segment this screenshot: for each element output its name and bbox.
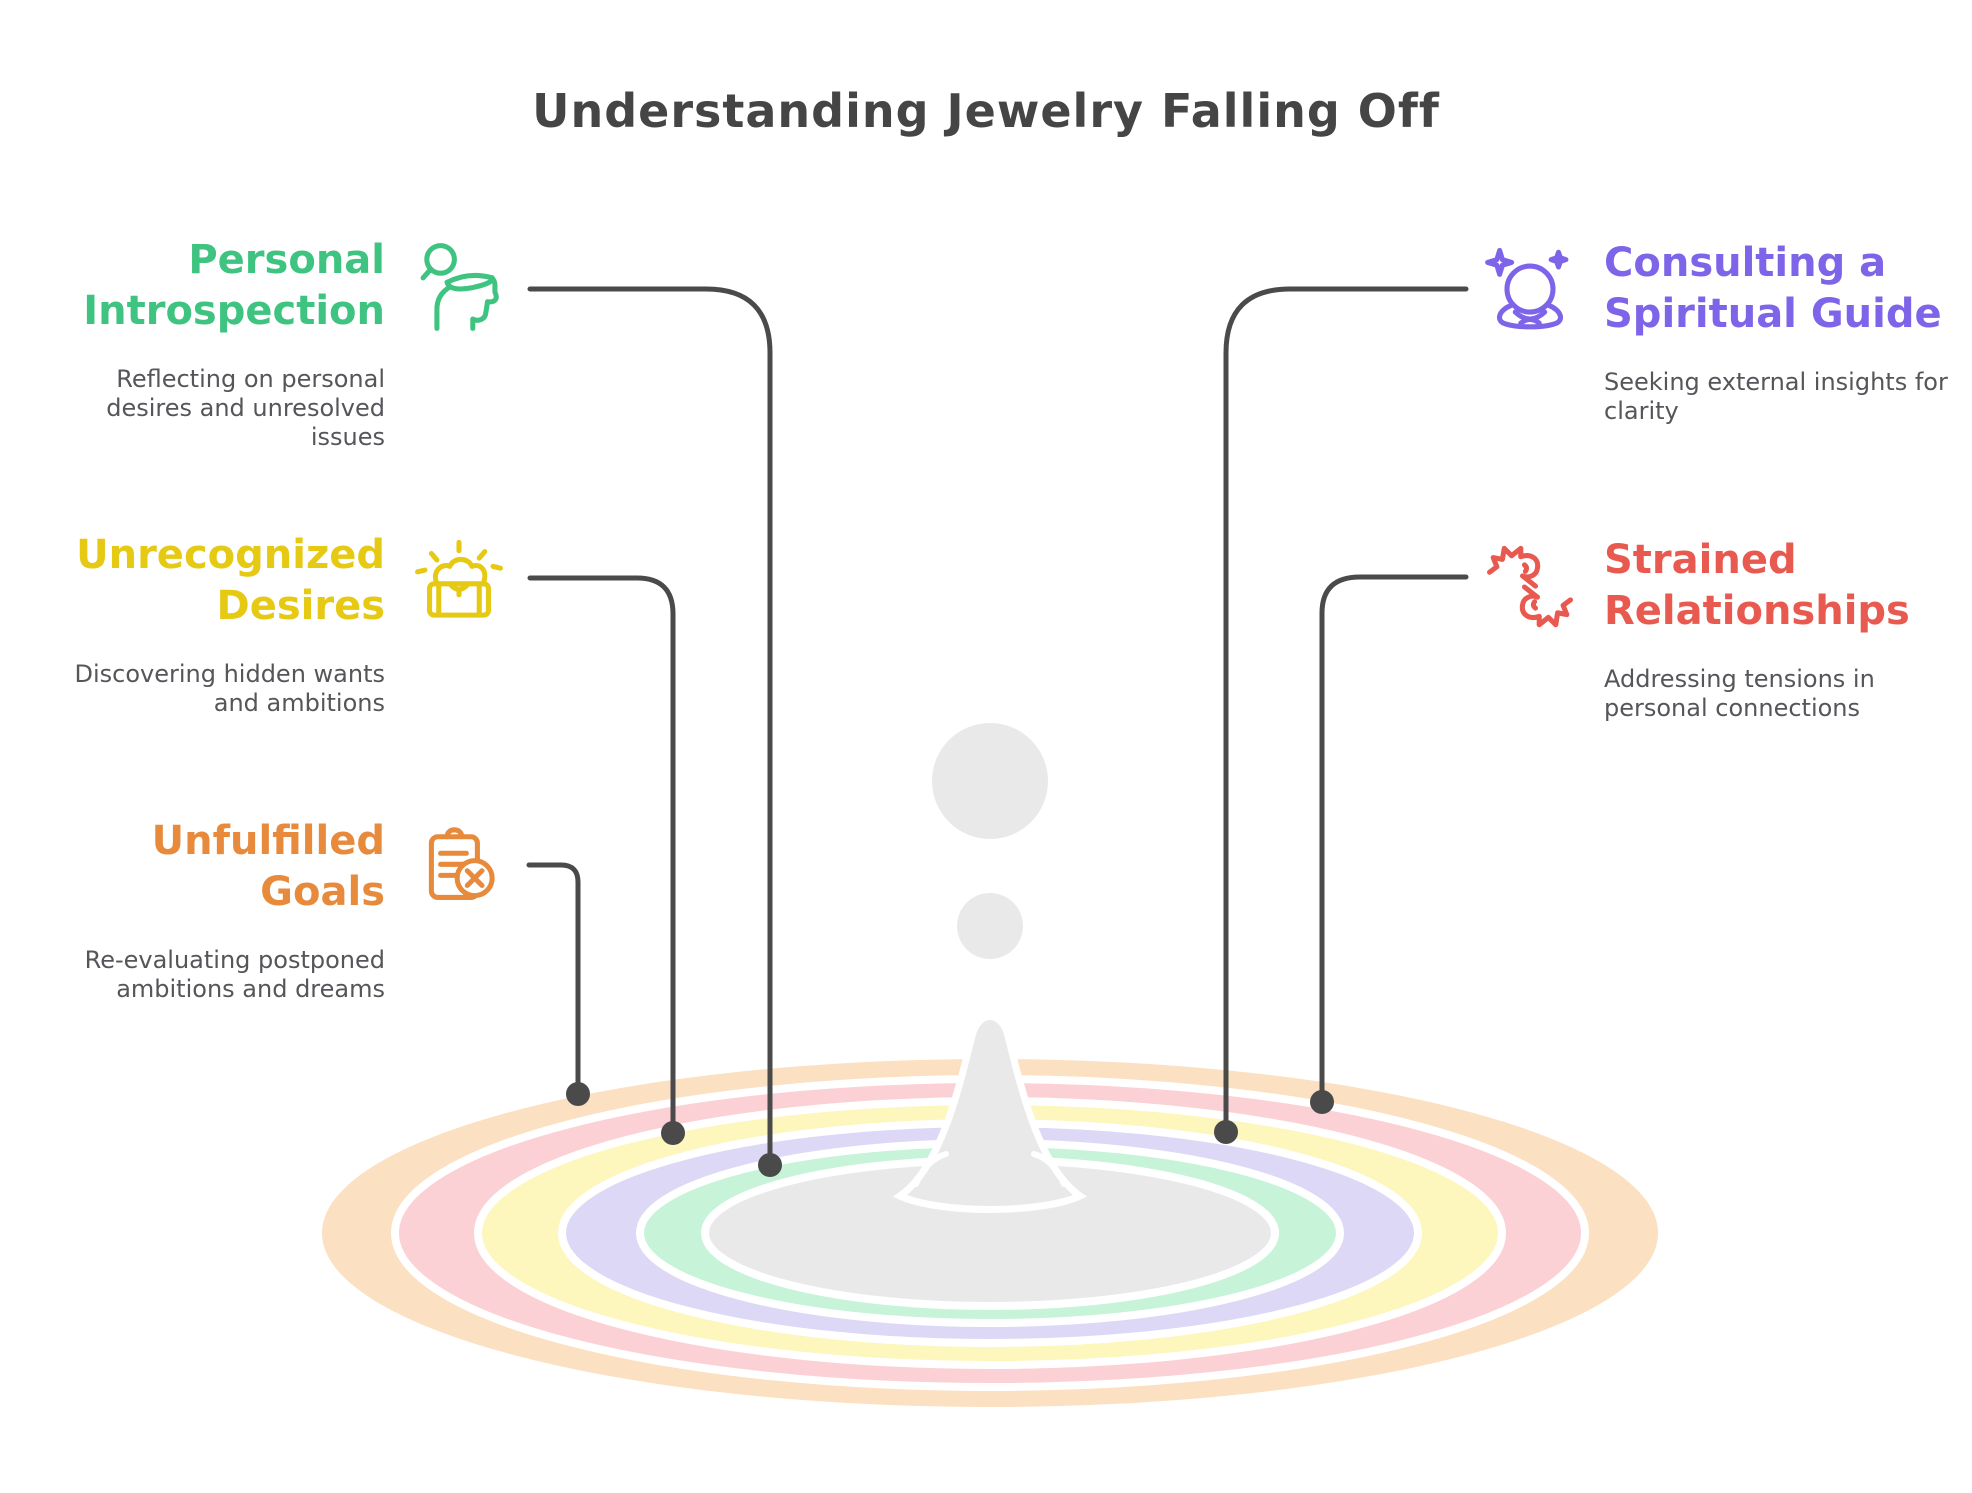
item-head: Personal Introspection <box>35 235 505 337</box>
endpoint-dot-unrecognized-desires <box>661 1121 685 1145</box>
connector-unrecognized-desires <box>527 575 676 1136</box>
treasure-chest-icon <box>413 532 505 632</box>
crystal-ball-sparkles-icon <box>1484 240 1576 340</box>
endpoint-dot-spiritual-guide <box>1214 1120 1238 1144</box>
item-spiritual-guide: Consulting a Spiritual Guide Seeking ext… <box>1484 238 1972 426</box>
falling-drop-large <box>932 723 1048 839</box>
item-head: Consulting a Spiritual Guide <box>1484 238 1972 340</box>
splash-curl-left <box>913 1151 949 1187</box>
ripple-rings <box>322 1059 1658 1407</box>
item-personal-introspection: Personal Introspection Reflecting on per… <box>35 235 505 451</box>
endpoint-dot-unfulfilled-goals <box>566 1082 590 1106</box>
item-unrecognized-desires: Unrecognized Desires <box>35 530 505 718</box>
splash-curl-right <box>1031 1151 1067 1187</box>
item-title: Consulting a Spiritual Guide <box>1604 240 1942 337</box>
falling-drop-small <box>957 893 1023 959</box>
page-title: Understanding Jewelry Falling Off <box>532 84 1440 138</box>
connector-strained-relationships <box>1319 574 1469 1105</box>
connector-unfulfilled-goals <box>526 862 581 1097</box>
item-unfulfilled-goals: Unfulfilled Goals Re-evaluating p <box>35 816 505 1004</box>
item-title: Strained Relationships <box>1604 537 1910 634</box>
item-head: Unfulfilled Goals <box>35 816 505 918</box>
clipboard-x-icon <box>413 818 505 918</box>
item-title: Personal Introspection <box>83 237 385 334</box>
item-strained-relationships: Strained Relationships Addressing tensio… <box>1484 535 1972 723</box>
item-description: Reflecting on personal desires and unres… <box>106 365 385 451</box>
endpoint-dot-strained-relationships <box>1310 1090 1334 1114</box>
endpoint-dot-personal-introspection <box>758 1153 782 1177</box>
item-title: Unrecognized Desires <box>76 532 385 629</box>
connector-spiritual-guide <box>1223 286 1469 1135</box>
item-description: Addressing tensions in personal connecti… <box>1604 665 1875 722</box>
conflict-hands-icon <box>1484 537 1576 637</box>
introspection-open-head-icon <box>413 237 505 337</box>
splash-column <box>892 1013 1088 1213</box>
item-head: Strained Relationships <box>1484 535 1972 637</box>
item-head: Unrecognized Desires <box>35 530 505 632</box>
connector-lines <box>526 286 1469 1168</box>
item-title: Unfulfilled Goals <box>151 818 385 915</box>
connector-endpoint-dots <box>566 1082 1334 1177</box>
item-description: Discovering hidden wants and ambitions <box>74 660 385 717</box>
water-droplet-splash <box>892 723 1088 1213</box>
item-description: Re-evaluating postponed ambitions and dr… <box>84 946 385 1003</box>
connector-personal-introspection <box>527 286 773 1168</box>
item-description: Seeking external insights for clarity <box>1604 368 1948 425</box>
